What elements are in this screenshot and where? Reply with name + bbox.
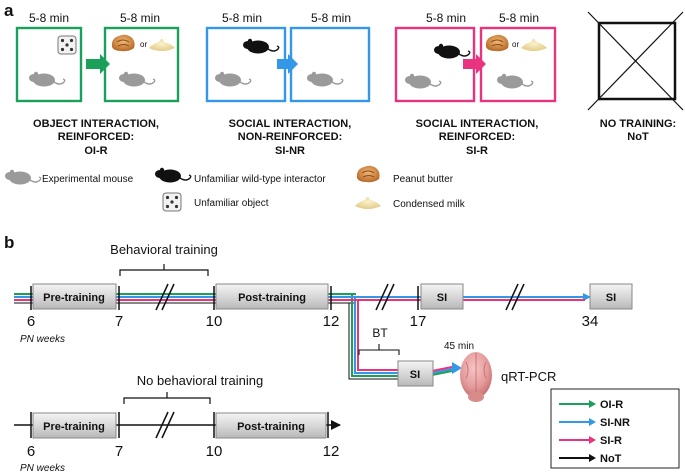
svg-text:BT: BT [372, 326, 388, 340]
svg-text:Unfamiliar wild-type interacto: Unfamiliar wild-type interactor [194, 174, 326, 185]
tick-label: 6 [27, 443, 35, 460]
no-training-bracket [123, 392, 211, 404]
tick-label: 12 [323, 313, 340, 330]
svg-text:REINFORCED:: REINFORCED: [439, 131, 515, 143]
svg-text:OBJECT INTERACTION,: OBJECT INTERACTION, [33, 118, 159, 130]
interactor-mouse-icon [433, 43, 471, 60]
duration-label: 5-8 min [311, 11, 351, 25]
experimental-mouse-icon [118, 71, 156, 88]
behavioral-training-bracket: Behavioral training [110, 242, 218, 276]
svg-text:NON-REINFORCED:: NON-REINFORCED: [238, 131, 343, 143]
experimental-mouse-icon [28, 71, 66, 88]
tick-label: 10 [206, 313, 223, 330]
arrow-right-icon [86, 54, 110, 74]
peanut-butter-icon [356, 165, 381, 183]
branch-lines [332, 293, 462, 380]
experimental-mouse-icon [306, 71, 344, 88]
not-caption: NO TRAINING: NoT [600, 118, 676, 143]
bt-bracket: BT [358, 326, 400, 355]
svg-text:REINFORCED:: REINFORCED: [58, 131, 134, 143]
condensed-milk-icon [149, 39, 175, 51]
svg-text:SI: SI [606, 292, 616, 304]
brain-icon [460, 352, 492, 402]
legend-label: OI-R [600, 399, 623, 411]
svg-text:Peanut butter: Peanut butter [393, 174, 454, 185]
legend: OI-R SI-NR SI-R NoT [550, 388, 680, 469]
experimental-mouse-icon [214, 71, 252, 88]
no-training-box [587, 11, 684, 111]
weeks-axis-label: PN weeks [20, 334, 65, 345]
arrow-right-icon [277, 54, 298, 74]
svg-text:NO TRAINING:: NO TRAINING: [600, 118, 676, 130]
svg-text:Pre-training: Pre-training [43, 421, 105, 433]
svg-text:Pre-training: Pre-training [43, 292, 105, 304]
oi-r-caption: OBJECT INTERACTION, REINFORCED: OI-R [33, 118, 159, 157]
or-text: or [140, 40, 147, 49]
peanut-butter-icon [111, 34, 136, 52]
duration-label: 5-8 min [499, 11, 539, 25]
interactor-mouse-icon [242, 38, 280, 55]
post-training-box: Post-training [215, 283, 329, 310]
duration-label: 5-8 min [29, 11, 69, 25]
time-label: 45 min [444, 341, 474, 352]
tick-label: 34 [582, 313, 599, 330]
experimental-mouse-icon [496, 73, 534, 90]
panel-b-label: b [4, 233, 14, 252]
svg-text:OI-R: OI-R [84, 145, 107, 157]
icon-key: Experimental mouse Unfamiliar wild-type … [4, 165, 466, 212]
post-training-box-bottom: Post-training [215, 412, 327, 439]
qrt-pcr-label: qRT-PCR [501, 369, 556, 384]
svg-text:Experimental mouse: Experimental mouse [42, 174, 134, 185]
panel-a-label: a [4, 1, 14, 20]
weeks-axis-label: PN weeks [20, 463, 65, 474]
si-box-bt: SI [397, 360, 434, 387]
svg-text:Post-training: Post-training [238, 292, 306, 304]
si-box-34: SI [589, 283, 633, 310]
svg-text:SI: SI [437, 292, 447, 304]
tick-label: 17 [410, 313, 427, 330]
duration-label: 5-8 min [120, 11, 160, 25]
experimental-mouse-icon [404, 73, 442, 90]
svg-text:Behavioral training: Behavioral training [110, 242, 218, 257]
arrow-right-icon [463, 54, 486, 74]
dice-icon [162, 192, 182, 212]
duration-label: 5-8 min [222, 11, 262, 25]
svg-text:SI: SI [410, 369, 420, 381]
si-nr-arena [205, 26, 371, 103]
tick-label: 6 [27, 313, 35, 330]
duration-label: 5-8 min [426, 11, 466, 25]
svg-text:SOCIAL INTERACTION,: SOCIAL INTERACTION, [416, 118, 539, 130]
peanut-butter-icon [485, 34, 510, 52]
experimental-mouse-icon [4, 169, 42, 186]
tick-label: 7 [115, 443, 123, 460]
legend-label: NoT [600, 453, 622, 465]
si-r-caption: SOCIAL INTERACTION, REINFORCED: SI-R [416, 118, 539, 157]
svg-text:Unfamiliar object: Unfamiliar object [194, 198, 269, 209]
svg-text:SI-R: SI-R [466, 145, 488, 157]
svg-text:NoT: NoT [627, 131, 649, 143]
legend-label: SI-R [600, 435, 622, 447]
svg-text:SOCIAL INTERACTION,: SOCIAL INTERACTION, [229, 118, 352, 130]
oi-r-arena: or [15, 26, 180, 103]
pre-training-box: Pre-training [32, 283, 117, 310]
dice-icon [57, 35, 77, 55]
interactor-mouse-icon [154, 167, 192, 184]
svg-text:SI-NR: SI-NR [275, 145, 305, 157]
si-nr-caption: SOCIAL INTERACTION, NON-REINFORCED: SI-N… [229, 118, 352, 157]
tick-label: 12 [323, 443, 340, 460]
pre-training-box-bottom: Pre-training [32, 412, 117, 439]
si-box-17: SI [420, 283, 464, 310]
legend-label: SI-NR [600, 417, 630, 429]
tick-label: 10 [206, 443, 223, 460]
svg-text:Post-training: Post-training [237, 421, 305, 433]
svg-text:Condensed milk: Condensed milk [393, 199, 466, 210]
condensed-milk-icon [355, 197, 381, 209]
si-r-arena: or [394, 26, 557, 103]
tick-label: 7 [115, 313, 123, 330]
or-text: or [512, 40, 519, 49]
condensed-milk-icon [521, 39, 547, 51]
no-training-title: No behavioral training [137, 373, 263, 388]
